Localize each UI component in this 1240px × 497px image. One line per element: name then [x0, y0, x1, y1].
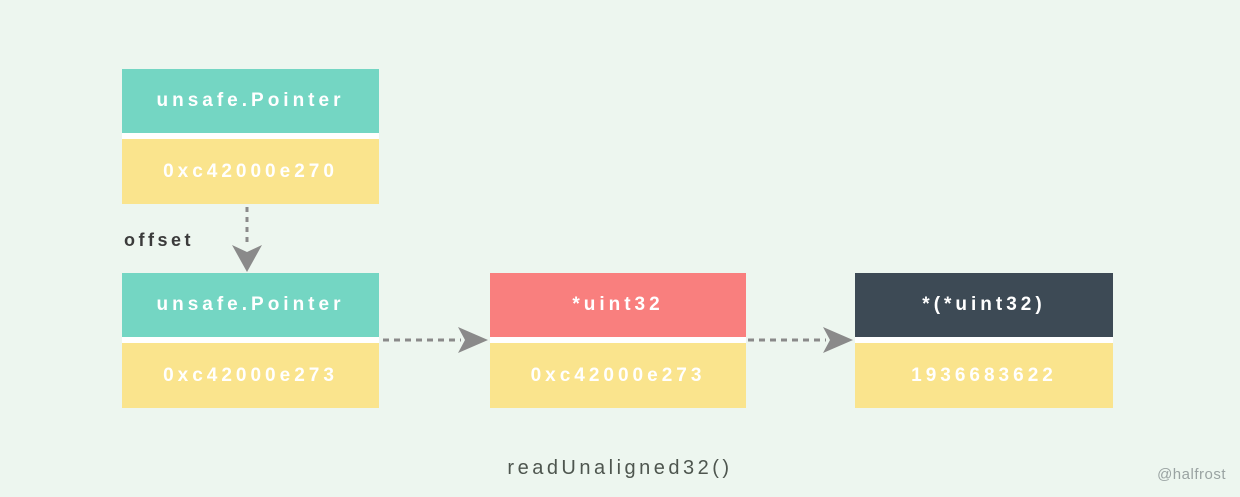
offset-label: offset — [124, 230, 194, 250]
type-box-offset-pointer: unsafe.Pointer — [122, 273, 379, 337]
node-uint32-pointer: *uint32 0xc42000e273 — [490, 273, 746, 408]
node-src-pointer: unsafe.Pointer 0xc42000e270 — [122, 69, 379, 204]
node-offset-pointer: unsafe.Pointer 0xc42000e273 — [122, 273, 379, 408]
box-divider — [855, 337, 1113, 343]
type-box-src-pointer: unsafe.Pointer — [122, 69, 379, 133]
box-divider — [490, 337, 746, 343]
value-box-offset-pointer: 0xc42000e273 — [122, 343, 379, 408]
value-box-deref-value: 1936683622 — [855, 343, 1113, 408]
value-box-src-pointer: 0xc42000e270 — [122, 139, 379, 204]
offset-arrow-icon — [232, 207, 262, 272]
type-box-deref-value: *(*uint32) — [855, 273, 1113, 337]
box-divider — [122, 337, 379, 343]
cast-arrow-icon — [383, 327, 488, 353]
node-deref-value: *(*uint32) 1936683622 — [855, 273, 1113, 408]
type-box-uint32-pointer: *uint32 — [490, 273, 746, 337]
box-divider — [122, 133, 379, 139]
diagram-title: readUnaligned32() — [507, 457, 733, 479]
credit-text: @halfrost — [1157, 466, 1226, 483]
deref-arrow-icon — [748, 327, 853, 353]
value-box-uint32-pointer: 0xc42000e273 — [490, 343, 746, 408]
